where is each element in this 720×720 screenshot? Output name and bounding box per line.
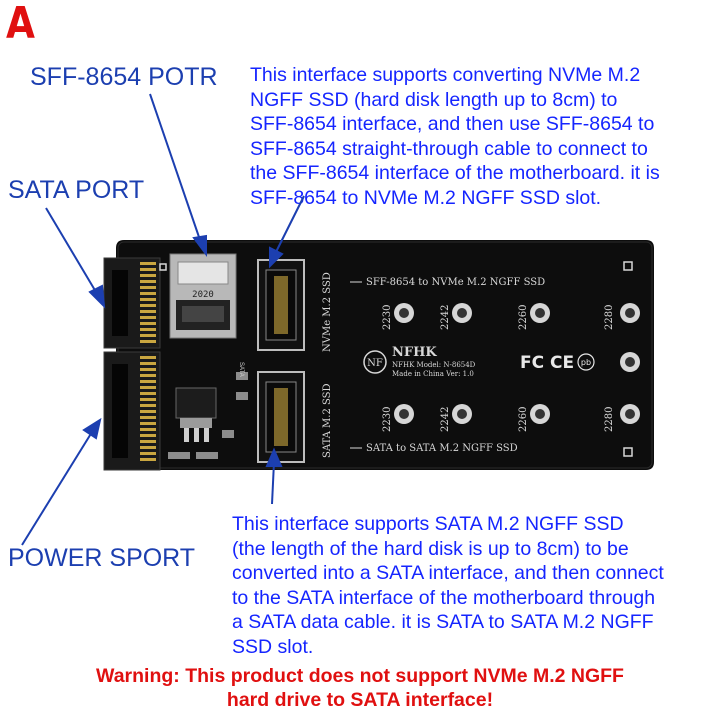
panel-letter: A [6,0,35,49]
top-slot-label: SFF-8654 to NVMe M.2 NGFF SSD [366,277,545,288]
voltage-regulator: SATA [168,362,248,459]
model-line: NFHK Model: N-8654D [392,361,476,369]
length-2230-top: 2230 [382,305,393,330]
sata-slot-description: This interface supports SATA M.2 NGFF SS… [232,512,720,659]
desc-line: NGFF SSD (hard disk length up to 8cm) to [250,88,618,111]
desc-line: This interface supports converting NVMe … [250,64,641,86]
sata-power-connector [103,351,161,471]
m2-slot-bottom [257,371,305,463]
length-2280-top: 2280 [604,305,615,330]
sff-8654-connector: 2020 [169,253,237,339]
made-line: Made in China Ver: 1.0 [392,370,474,378]
m2-slot-top [257,259,305,351]
power-port-label: POWER SPORT [8,544,196,572]
desc-line: SSD slot. [232,635,314,658]
nvme-slot-description: This interface supports converting NVMe … [250,63,720,210]
screw-holes-top [394,303,640,323]
desc-line: This interface supports SATA M.2 NGFF SS… [232,513,624,535]
svg-text:pb: pb [581,358,591,367]
brand-logo: NF [363,350,387,374]
sata-small-label: SATA [238,362,244,377]
screw-holes-bottom [394,352,640,424]
brand-name: NFHK [392,345,437,360]
pb-free-mark: pb [577,353,595,371]
corner-marker [623,447,633,457]
connector-mark: 2020 [192,290,214,300]
warning-line: hard drive to SATA interface! [226,689,494,711]
length-2230-bottom: 2230 [382,407,393,432]
desc-line: SFF-8654 to NVMe M.2 NGFF SSD slot. [250,186,602,209]
corner-marker [159,263,167,271]
nvme-side-label: NVMe M.2 SSD [322,272,333,352]
svg-text:NF: NF [367,358,383,369]
desc-line: a SATA data cable. it is SATA to SATA M.… [232,611,654,633]
sata-port-label: SATA PORT [8,176,145,204]
length-2260-bottom: 2260 [518,407,529,432]
sata-data-connector [103,257,161,349]
desc-line: to the SATA interface of the motherboard… [232,586,656,609]
callout-arrows [21,93,305,546]
cert-marks: FC CE [520,353,574,373]
desc-line: converted into a SATA interface, and the… [232,562,664,584]
desc-line: (the length of the hard disk is up to 8c… [232,537,629,560]
desc-line: SFF-8654 interface, and then use SFF-865… [250,113,655,135]
sff-port-label: SFF-8654 POTR [30,63,218,91]
length-2242-top: 2242 [440,305,451,330]
desc-line: SFF-8654 straight-through cable to conne… [250,137,648,160]
length-2280-bottom: 2280 [604,407,615,432]
corner-marker [623,261,633,271]
length-2242-bottom: 2242 [440,407,451,432]
length-2260-top: 2260 [518,305,529,330]
sata-side-label: SATA M.2 SSD [322,383,333,458]
desc-line: the SFF-8654 interface of the motherboar… [250,162,660,184]
warning-text: Warning: This product does not support N… [0,664,720,712]
warning-line: Warning: This product does not support N… [96,665,624,687]
bottom-slot-label: SATA to SATA M.2 NGFF SSD [366,443,518,454]
